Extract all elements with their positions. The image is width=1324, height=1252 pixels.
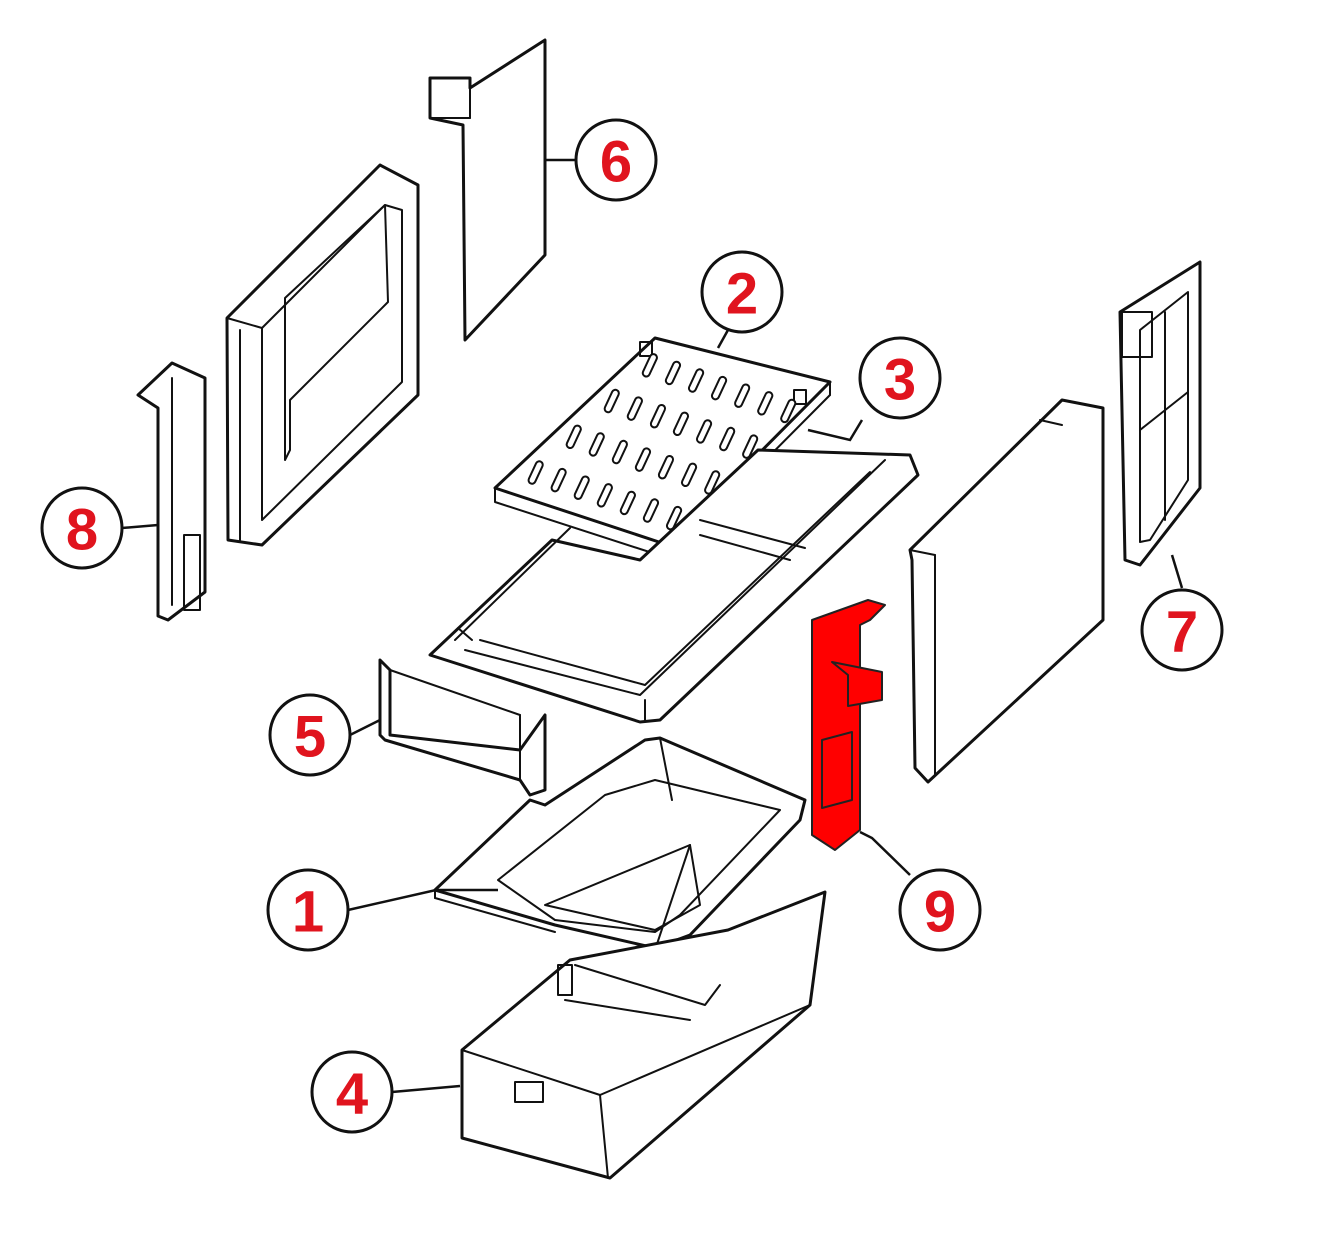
leader-9	[859, 830, 911, 876]
callout-6-label: 6	[600, 130, 632, 195]
callouts: 1 2 3 4 5 6 7 8	[40, 118, 1224, 1134]
callout-1-label: 1	[292, 880, 324, 945]
grate-slot	[672, 411, 690, 437]
leader-4	[391, 1084, 461, 1094]
grate-slot	[710, 375, 728, 401]
grate-slot	[734, 383, 751, 408]
callout-2: 2	[700, 250, 784, 334]
part-1-base-tray	[433, 736, 807, 966]
grate-slot	[573, 475, 590, 500]
callout-3: 3	[858, 336, 942, 420]
part-4-ash-box	[460, 890, 827, 1180]
callout-4: 4	[310, 1050, 394, 1134]
grate-slot	[588, 432, 605, 457]
leader-8	[121, 523, 159, 530]
grate-slot	[649, 404, 667, 429]
leader-3	[807, 419, 864, 442]
grate-slot	[780, 398, 797, 424]
grate-slot	[611, 439, 628, 465]
callout-8-label: 8	[66, 498, 98, 563]
grate-slot	[742, 434, 759, 459]
callout-8: 8	[40, 486, 124, 570]
callout-5: 5	[268, 693, 352, 777]
callout-6: 6	[574, 118, 658, 202]
part-6-back-panel	[428, 38, 547, 342]
leader-7	[1170, 554, 1184, 589]
grate-slot	[680, 462, 698, 488]
callout-3-label: 3	[884, 348, 916, 413]
grate-slot	[527, 460, 544, 485]
grate-slot	[550, 467, 567, 493]
leader-1	[347, 888, 498, 912]
grate-slot	[704, 470, 721, 495]
grate-slot	[642, 498, 660, 523]
part-left-side-panel	[225, 163, 420, 547]
grate-slot	[641, 353, 658, 378]
leader-5	[349, 718, 381, 737]
grate-slot	[719, 426, 736, 452]
grate-slot	[664, 360, 682, 386]
callout-7-label: 7	[1166, 600, 1198, 665]
part-right-side-panel	[908, 398, 1105, 784]
part-8-left-bracket	[136, 361, 207, 622]
grate-slot	[687, 368, 705, 393]
part-7-grid-panel	[1118, 260, 1202, 567]
callout-2-label: 2	[726, 262, 758, 327]
leader-lines	[121, 158, 1184, 1094]
grate-slot	[665, 505, 683, 531]
callout-7: 7	[1140, 588, 1224, 672]
grate-slot	[603, 388, 620, 414]
grate-slot	[657, 455, 675, 480]
callout-5-label: 5	[294, 705, 326, 770]
part-5-small-panel	[378, 658, 547, 797]
grate-slot	[695, 419, 713, 444]
grate-slot	[626, 396, 643, 421]
grate-slot	[619, 490, 636, 516]
callout-9: 9	[898, 868, 982, 952]
grate-slot	[757, 391, 774, 416]
callout-4-label: 4	[336, 1062, 368, 1127]
leader-2	[716, 329, 730, 349]
grate-slot	[596, 483, 613, 508]
part-3-frame	[428, 448, 920, 724]
grate-slot	[565, 424, 582, 450]
callout-9-label: 9	[924, 880, 956, 945]
part-9-highlighted-bracket	[811, 599, 886, 851]
grate-slot	[634, 447, 652, 472]
callout-1: 1	[266, 868, 350, 952]
